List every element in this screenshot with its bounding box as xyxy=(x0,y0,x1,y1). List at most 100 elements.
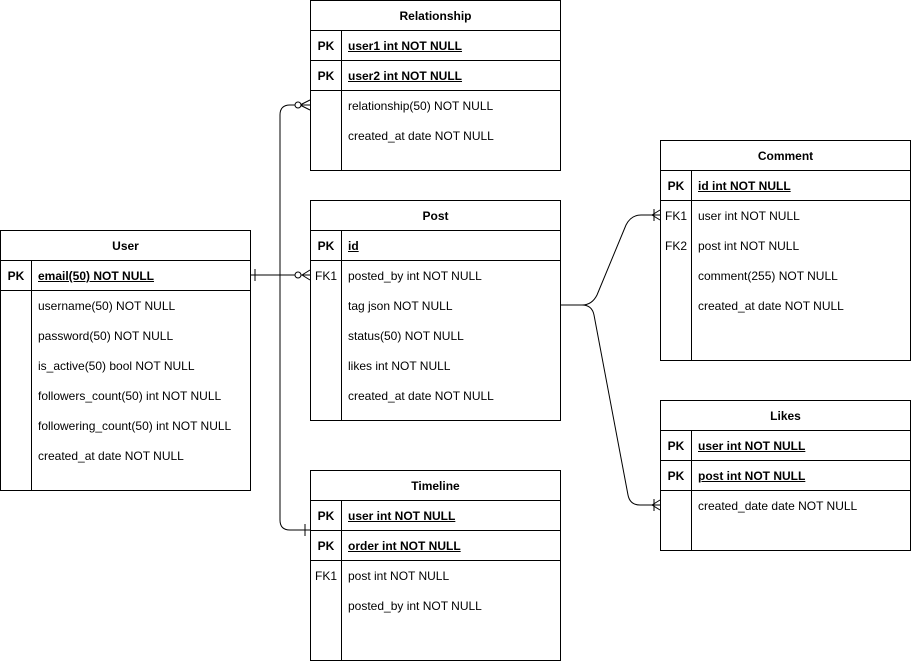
key-label: FK1 xyxy=(664,209,687,223)
key-label: FK1 xyxy=(314,269,337,283)
key-column-divider xyxy=(341,501,342,660)
entity-title: User xyxy=(1,231,250,261)
entity-row[interactable]: FK1 post int NOT NULL xyxy=(311,561,560,591)
entity-row[interactable]: created_date date NOT NULL xyxy=(661,491,910,521)
many-marker-post-b xyxy=(301,274,311,281)
key-label: PK xyxy=(667,439,685,453)
field-label: is_active(50) bool NOT NULL xyxy=(38,359,195,373)
field-label: likes int NOT NULL xyxy=(348,359,451,373)
edge-user-timeline xyxy=(279,275,310,531)
field-label: created_at date NOT NULL xyxy=(698,299,844,313)
many-marker-post-a xyxy=(301,269,311,276)
entity-row[interactable]: FK2 post int NOT NULL xyxy=(661,231,910,261)
entity-title: Likes xyxy=(661,401,910,431)
field-label: post int NOT NULL xyxy=(698,239,800,253)
entity-row[interactable]: followers_count(50) int NOT NULL xyxy=(1,381,250,411)
key-label: PK xyxy=(667,469,685,483)
field-label: user int NOT NULL xyxy=(348,509,456,523)
entity-relationship[interactable]: Relationship PK user1 int NOT NULL PK us… xyxy=(310,0,561,171)
field-label: status(50) NOT NULL xyxy=(348,329,464,343)
key-column-divider xyxy=(341,31,342,170)
entity-title: Relationship xyxy=(311,1,560,31)
field-label: id xyxy=(348,239,359,253)
field-label: post int NOT NULL xyxy=(698,469,806,483)
field-label: posted_by int NOT NULL xyxy=(348,599,482,613)
zero-marker-relationship xyxy=(294,101,302,109)
key-label: PK xyxy=(317,509,335,523)
many-marker-relationship-a xyxy=(299,99,311,106)
edge-user-relationship xyxy=(250,104,310,276)
field-label: user2 int NOT NULL xyxy=(348,69,463,83)
entity-row[interactable]: PK user2 int NOT NULL xyxy=(311,61,560,91)
entity-row[interactable]: relationship(50) NOT NULL xyxy=(311,91,560,121)
edge-post-comment xyxy=(560,214,660,306)
field-label: post int NOT NULL xyxy=(348,569,450,583)
zero-marker-post xyxy=(294,271,302,279)
key-label: PK xyxy=(317,239,335,253)
entity-row[interactable]: is_active(50) bool NOT NULL xyxy=(1,351,250,381)
entity-row[interactable]: PK id int NOT NULL xyxy=(661,171,910,201)
many-marker-relationship-b xyxy=(299,104,311,111)
field-label: user int NOT NULL xyxy=(698,439,806,453)
entity-row[interactable]: PK user int NOT NULL xyxy=(661,431,910,461)
entity-row[interactable]: PK id xyxy=(311,231,560,261)
entity-row[interactable]: comment(255) NOT NULL xyxy=(661,261,910,291)
entity-row[interactable]: created_at date NOT NULL xyxy=(661,291,910,321)
entity-row[interactable]: PK email(50) NOT NULL xyxy=(1,261,250,291)
field-label: username(50) NOT NULL xyxy=(38,299,176,313)
entity-row[interactable]: PK post int NOT NULL xyxy=(661,461,910,491)
field-label: user int NOT NULL xyxy=(698,209,800,223)
entity-row[interactable]: FK1 user int NOT NULL xyxy=(661,201,910,231)
entity-row[interactable]: likes int NOT NULL xyxy=(311,351,560,381)
field-label: created_at date NOT NULL xyxy=(348,389,494,403)
entity-row[interactable]: status(50) NOT NULL xyxy=(311,321,560,351)
many-marker-comment-b xyxy=(651,214,661,221)
key-label: FK2 xyxy=(664,239,687,253)
entity-row[interactable]: PK order int NOT NULL xyxy=(311,531,560,561)
entity-row[interactable]: created_at date NOT NULL xyxy=(311,121,560,151)
entity-title: Comment xyxy=(661,141,910,171)
entity-row[interactable]: tag json NOT NULL xyxy=(311,291,560,321)
entity-row[interactable]: PK user1 int NOT NULL xyxy=(311,31,560,61)
edge-post-likes xyxy=(560,304,660,506)
entity-row[interactable]: created_at date NOT NULL xyxy=(311,381,560,411)
entity-post[interactable]: Post PK id FK1 posted_by int NOT NULL ta… xyxy=(310,200,561,421)
entity-row[interactable]: created_at date NOT NULL xyxy=(1,441,250,471)
field-label: posted_by int NOT NULL xyxy=(348,269,482,283)
field-label: order int NOT NULL xyxy=(348,539,461,553)
key-label: PK xyxy=(667,179,685,193)
entity-row[interactable]: followering_count(50) int NOT NULL xyxy=(1,411,250,441)
field-label: created_at date NOT NULL xyxy=(348,129,494,143)
entity-comment[interactable]: Comment PK id int NOT NULL FK1 user int … xyxy=(660,140,911,361)
field-label: followering_count(50) int NOT NULL xyxy=(38,419,232,433)
entity-timeline[interactable]: Timeline PK user int NOT NULL PK order i… xyxy=(310,470,561,661)
field-label: created_at date NOT NULL xyxy=(38,449,184,463)
field-label: relationship(50) NOT NULL xyxy=(348,99,494,113)
entity-row[interactable]: posted_by int NOT NULL xyxy=(311,591,560,621)
field-label: id int NOT NULL xyxy=(698,179,791,193)
entity-user[interactable]: User PK email(50) NOT NULL username(50) … xyxy=(0,230,251,491)
key-column-divider xyxy=(691,171,692,360)
entity-title: Timeline xyxy=(311,471,560,501)
entity-row[interactable]: username(50) NOT NULL xyxy=(1,291,250,321)
entity-row[interactable]: FK1 posted_by int NOT NULL xyxy=(311,261,560,291)
field-label: comment(255) NOT NULL xyxy=(698,269,838,283)
many-marker-likes-a xyxy=(651,499,661,506)
key-label: PK xyxy=(317,39,335,53)
entity-row[interactable]: PK user int NOT NULL xyxy=(311,501,560,531)
key-column-divider xyxy=(31,261,32,490)
entity-row[interactable]: password(50) NOT NULL xyxy=(1,321,250,351)
field-label: email(50) NOT NULL xyxy=(38,269,155,283)
many-marker-comment-a xyxy=(651,209,661,216)
key-label: PK xyxy=(317,539,335,553)
field-label: password(50) NOT NULL xyxy=(38,329,174,343)
key-label: FK1 xyxy=(314,569,337,583)
entity-likes[interactable]: Likes PK user int NOT NULL PK post int N… xyxy=(660,400,911,551)
field-label: tag json NOT NULL xyxy=(348,299,453,313)
many-marker-likes-b xyxy=(651,504,661,511)
key-label: PK xyxy=(317,69,335,83)
field-label: user1 int NOT NULL xyxy=(348,39,463,53)
key-column-divider xyxy=(341,231,342,420)
